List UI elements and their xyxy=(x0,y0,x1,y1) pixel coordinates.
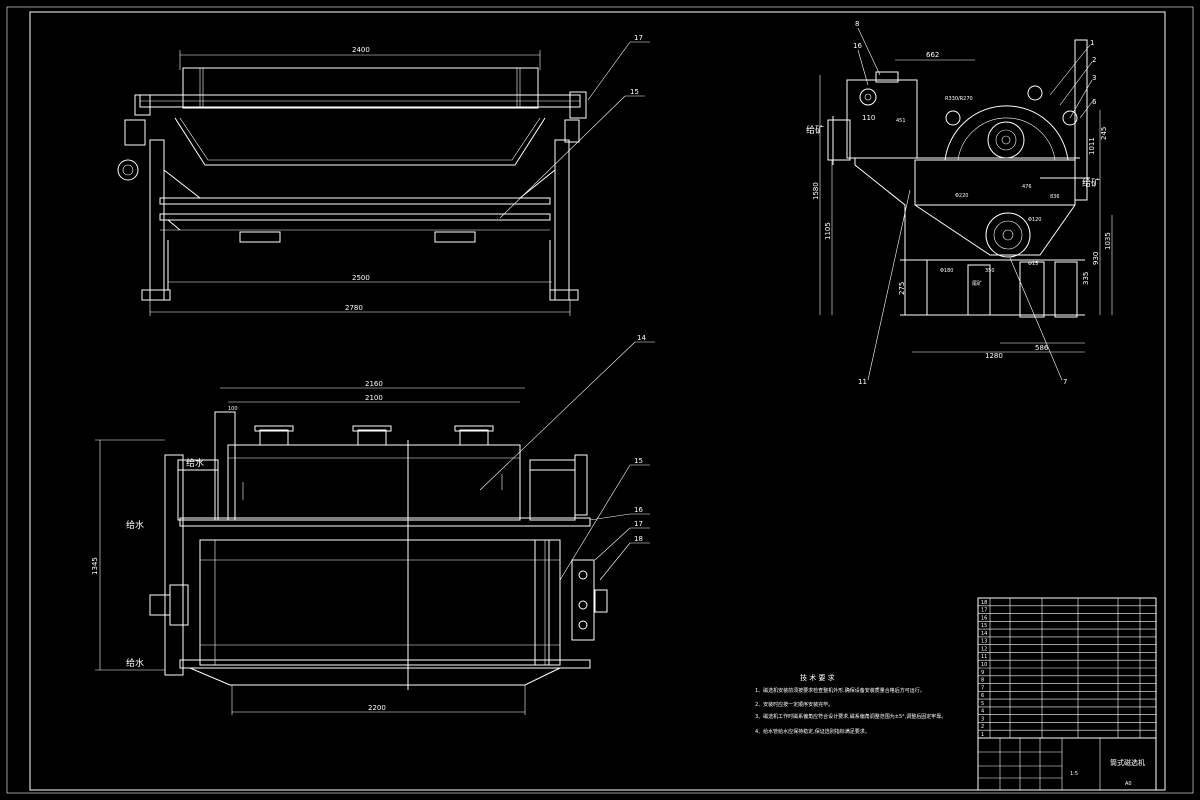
callout-3: 3 xyxy=(1092,74,1096,82)
dim-2780: 2780 xyxy=(345,304,363,312)
dim-220: Φ220 xyxy=(955,193,968,199)
callout-7: 7 xyxy=(1063,378,1067,386)
scale: 1:5 xyxy=(1070,771,1078,777)
dim-1345: 1345 xyxy=(91,557,99,575)
callout-15-top: 15 xyxy=(634,457,643,465)
dim-100: 100 xyxy=(228,406,238,412)
bom-row-number: 4 xyxy=(981,709,984,715)
label-water-top: 给水 xyxy=(186,457,204,469)
label-water-mid: 给水 xyxy=(126,519,144,531)
tech-req-line-3: 3、磁选机工作时磁系偏角应符合设计要求,磁系偏角调整范围为±5°,调整后固定牢靠… xyxy=(755,713,946,720)
bom-row-number: 1 xyxy=(981,732,984,738)
tech-req-line-4: 4、给水管给水应保持稳定,保证选别指标满足要求。 xyxy=(755,728,870,735)
bom-row-number: 16 xyxy=(981,615,987,621)
bom-row-number: 18 xyxy=(981,600,987,606)
callout-16-top: 16 xyxy=(634,506,643,514)
label-feed-left: 给矿 xyxy=(806,124,824,136)
tech-req-title: 技 术 要 求 xyxy=(800,673,835,682)
dim-586: 586 xyxy=(1035,344,1049,352)
dim-930: 930 xyxy=(1092,252,1100,265)
tech-req-line-2: 2、安装时应按一定顺序安装完毕。 xyxy=(755,701,833,708)
dim-2400: 2400 xyxy=(352,46,370,54)
callout-1: 1 xyxy=(1090,39,1094,47)
callout-15-front: 15 xyxy=(630,88,639,96)
callout-16-side: 16 xyxy=(853,42,862,50)
dim-2160: 2160 xyxy=(365,380,383,388)
dim-350: 350 xyxy=(985,268,995,274)
bom-row-number: 11 xyxy=(981,654,987,660)
dim-r330: R330/R270 xyxy=(945,96,973,102)
bom-row-number: 5 xyxy=(981,701,984,707)
callout-17-front: 17 xyxy=(634,34,643,42)
inner-frame xyxy=(29,11,1166,791)
bom-row-number: 9 xyxy=(981,670,984,676)
label-drain: 给水 xyxy=(126,657,144,669)
bom-row-number: 10 xyxy=(981,662,987,668)
callout-2: 2 xyxy=(1092,56,1096,64)
top-view: 2160 2100 100 xyxy=(91,334,655,715)
callout-17-top: 17 xyxy=(634,520,643,528)
callout-14: 14 xyxy=(637,334,646,342)
tech-req-line-1: 1、磁选机安装前须按要求检查整机外形,确保设备安装质量合格后方可运行。 xyxy=(755,687,925,694)
dim-1580: 1580 xyxy=(812,182,820,200)
dim-275: 275 xyxy=(898,282,906,295)
dim-1011: 1011 xyxy=(1088,137,1096,155)
bom-row-number: 3 xyxy=(981,716,984,722)
dim-245: 245 xyxy=(1100,127,1108,140)
bom-row-number: 8 xyxy=(981,678,984,684)
label-tail: 尾矿 xyxy=(972,280,982,287)
label-feed-right: 给矿 xyxy=(1082,177,1100,189)
dim-1280: 1280 xyxy=(985,352,1003,360)
dim-180: Φ180 xyxy=(940,268,953,274)
dim-2200: 2200 xyxy=(368,704,386,712)
bom-row-number: 15 xyxy=(981,623,987,629)
side-view: 662 给矿 110 451 R330/R270 476 8 3 xyxy=(806,20,1113,386)
bom-row-number: 17 xyxy=(981,608,987,614)
dim-1105: 1105 xyxy=(824,222,832,240)
callout-11: 11 xyxy=(858,378,867,386)
bom-row-number: 13 xyxy=(981,639,987,645)
dim-110: 110 xyxy=(862,114,875,122)
front-view: 2400 xyxy=(117,34,650,316)
bom-row-number: 6 xyxy=(981,693,984,699)
callout-8: 8 xyxy=(855,20,859,28)
dim-335: 335 xyxy=(1082,272,1090,285)
outer-frame xyxy=(6,6,1194,794)
dim-2500: 2500 xyxy=(352,274,370,282)
dim-15: Φ15 xyxy=(1028,261,1038,267)
technical-requirements: 技 术 要 求 1、磁选机安装前须按要求检查整机外形,确保设备安装质量合格后方可… xyxy=(755,673,946,735)
dim-476: 476 xyxy=(1022,184,1032,190)
callout-6: 6 xyxy=(1092,98,1097,106)
dim-120: Φ120 xyxy=(1028,217,1041,223)
drawing-name: 筒式磁选机 xyxy=(1110,758,1145,767)
bom-row-number: 14 xyxy=(981,631,987,637)
dim-1035: 1035 xyxy=(1104,232,1112,250)
bom-row-number: 7 xyxy=(981,685,984,691)
bom-row-number: 2 xyxy=(981,724,984,730)
bom-row-number: 12 xyxy=(981,646,987,652)
dim-836: 836 xyxy=(1050,194,1060,200)
sheet-size: A0 xyxy=(1125,781,1132,787)
dim-662: 662 xyxy=(926,51,939,59)
dim-451: 451 xyxy=(896,118,906,124)
dim-2100: 2100 xyxy=(365,394,383,402)
callout-18: 18 xyxy=(634,535,643,543)
